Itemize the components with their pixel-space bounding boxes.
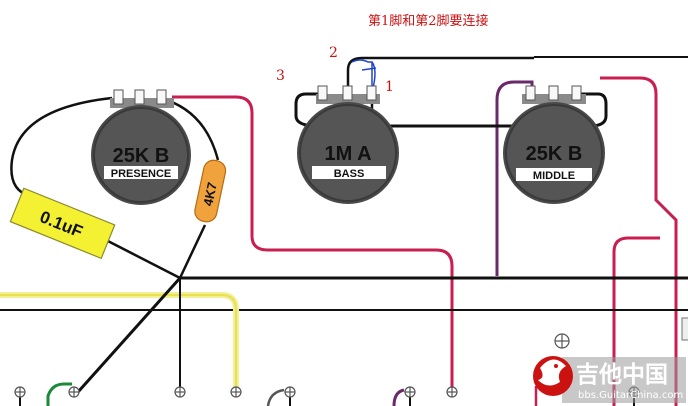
yellow-wire-core xyxy=(0,294,237,392)
bottom-stub-1 xyxy=(266,388,285,406)
pot-bass: 1M A BASS xyxy=(297,85,399,204)
bass-pin2-wire xyxy=(346,56,534,94)
black-wire-cap xyxy=(101,236,181,280)
pot-label: MIDDLE xyxy=(533,170,575,182)
solder-point xyxy=(284,386,296,398)
black-wire-resistor xyxy=(178,224,207,279)
edge-block xyxy=(681,317,688,341)
watermark-url: bbs.GuitarChina.com xyxy=(578,390,683,401)
pin-label-1: 1 xyxy=(385,79,394,95)
red-wire-presence xyxy=(172,95,454,392)
pot-value: 1M A xyxy=(324,143,371,165)
solder-point xyxy=(446,386,458,398)
pot-value: 25K B xyxy=(113,145,170,167)
black-wire-diagonal xyxy=(76,276,182,394)
pin-label-3: 3 xyxy=(276,68,285,84)
solder-point xyxy=(174,386,186,398)
pin-label-2: 2 xyxy=(329,45,338,61)
solder-point xyxy=(68,386,80,398)
capacitor: 0.1uF xyxy=(9,187,116,260)
connection-note: 第1脚和第2脚要连接 xyxy=(368,13,489,29)
pot-presence: 25K B PRESENCE xyxy=(91,89,191,205)
watermark: 吉他中国 bbs.GuitarChina.com xyxy=(533,356,686,403)
bottom-stub-2 xyxy=(392,388,405,406)
resistor-value: 4K7 xyxy=(200,181,220,207)
solder-point xyxy=(230,386,242,398)
black-loop-presence xyxy=(10,96,113,198)
red-wire-right xyxy=(600,76,678,406)
solder-point xyxy=(404,386,416,398)
green-wire xyxy=(46,382,72,406)
pot-middle: 25K B MIDDLE xyxy=(503,85,605,204)
pot-label: PRESENCE xyxy=(111,168,172,180)
pot-value: 25K B xyxy=(526,143,583,165)
pot-label: BASS xyxy=(334,168,365,180)
dragon-logo-icon xyxy=(533,356,573,396)
middle-loop xyxy=(580,92,608,128)
red-wire-right-lower xyxy=(612,236,660,406)
purple-wire-middle xyxy=(495,80,534,276)
resistor: 4K7 xyxy=(194,159,227,223)
solder-point xyxy=(14,386,26,398)
solder-point xyxy=(554,333,570,349)
watermark-name: 吉他中国 xyxy=(576,361,668,388)
